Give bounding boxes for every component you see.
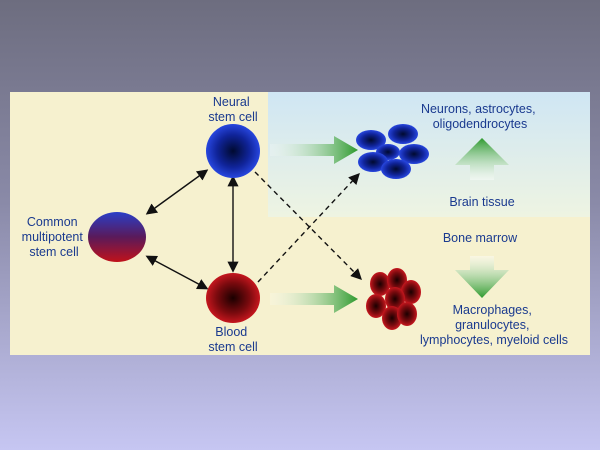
common-blood-arrow <box>145 255 209 290</box>
marrow-down-green-arrow <box>455 256 509 298</box>
blood-stem-cell <box>206 273 260 323</box>
neural-progeny-cluster <box>356 124 429 179</box>
blood-progeny-cell <box>401 280 421 304</box>
blood-to-neural-progeny-dashed-arrow <box>257 172 360 283</box>
brain-up-green-arrow <box>455 138 509 180</box>
neural-to-blood-progeny-dashed-arrow <box>254 171 362 280</box>
blood-progeny-cell <box>387 268 407 292</box>
blood-progeny-cell <box>397 302 417 326</box>
bone-marrow-label: Bone marrow <box>443 231 518 245</box>
common-stem-cell-label: Common multipotent stem cell <box>22 215 87 259</box>
blood-progeny-cell <box>366 294 386 318</box>
blood-progeny-label: Macrophages, granulocytes, lymphocytes, … <box>420 303 568 347</box>
neural-common-arrow <box>145 169 209 215</box>
blood-progeny-cluster <box>366 268 421 330</box>
blood-progeny-cell <box>382 306 402 330</box>
blood-progeny-cell <box>370 272 390 296</box>
brain-tissue-label: Brain tissue <box>449 195 514 209</box>
neural-progeny-cell <box>358 152 388 172</box>
neural-progeny-cell <box>399 144 429 164</box>
neural-progeny-label: Neurons, astrocytes, oligodendrocytes <box>421 102 539 131</box>
neural-stem-cell-label: Neural stem cell <box>208 95 257 124</box>
blood-green-arrow <box>270 285 358 313</box>
neural-progeny-cell <box>388 124 418 144</box>
neural-progeny-cell <box>381 159 411 179</box>
common-multipotent-stem-cell <box>88 212 146 262</box>
neural-progeny-cell <box>356 130 386 150</box>
blood-stem-cell-label: Blood stem cell <box>208 325 257 354</box>
neural-green-arrow <box>270 136 358 164</box>
blood-progeny-cell <box>385 287 405 311</box>
neural-stem-cell <box>206 124 260 178</box>
